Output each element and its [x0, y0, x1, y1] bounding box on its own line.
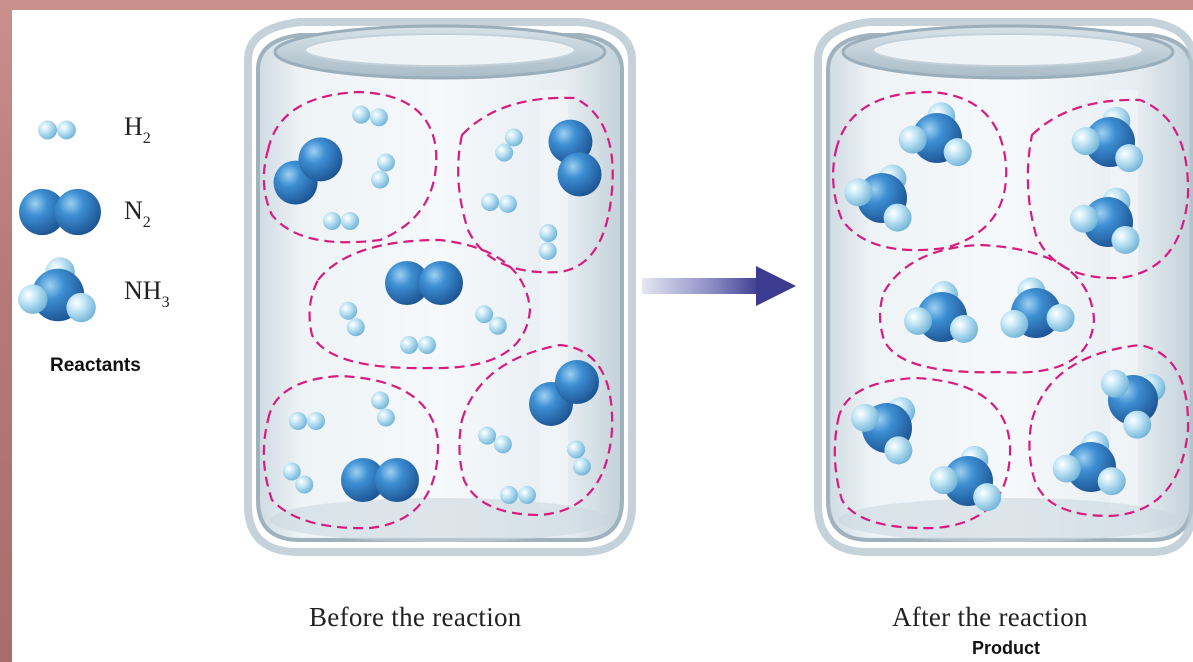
caption-product: Product — [972, 638, 1040, 659]
legend-n2-label: N2 — [124, 196, 151, 230]
nh3-molecule-icon — [18, 257, 96, 322]
caption-after: After the reaction — [892, 602, 1088, 633]
h2-molecule-icon — [38, 121, 76, 140]
legend-h2-label: H2 — [124, 112, 151, 146]
caption-before: Before the reaction — [309, 602, 522, 633]
reaction-arrow-icon — [642, 266, 796, 306]
legend-nh3-label: NH3 — [124, 276, 170, 310]
legend-title: Reactants — [50, 355, 141, 377]
jar-after — [818, 22, 1193, 552]
n2-molecule-icon — [19, 189, 101, 235]
